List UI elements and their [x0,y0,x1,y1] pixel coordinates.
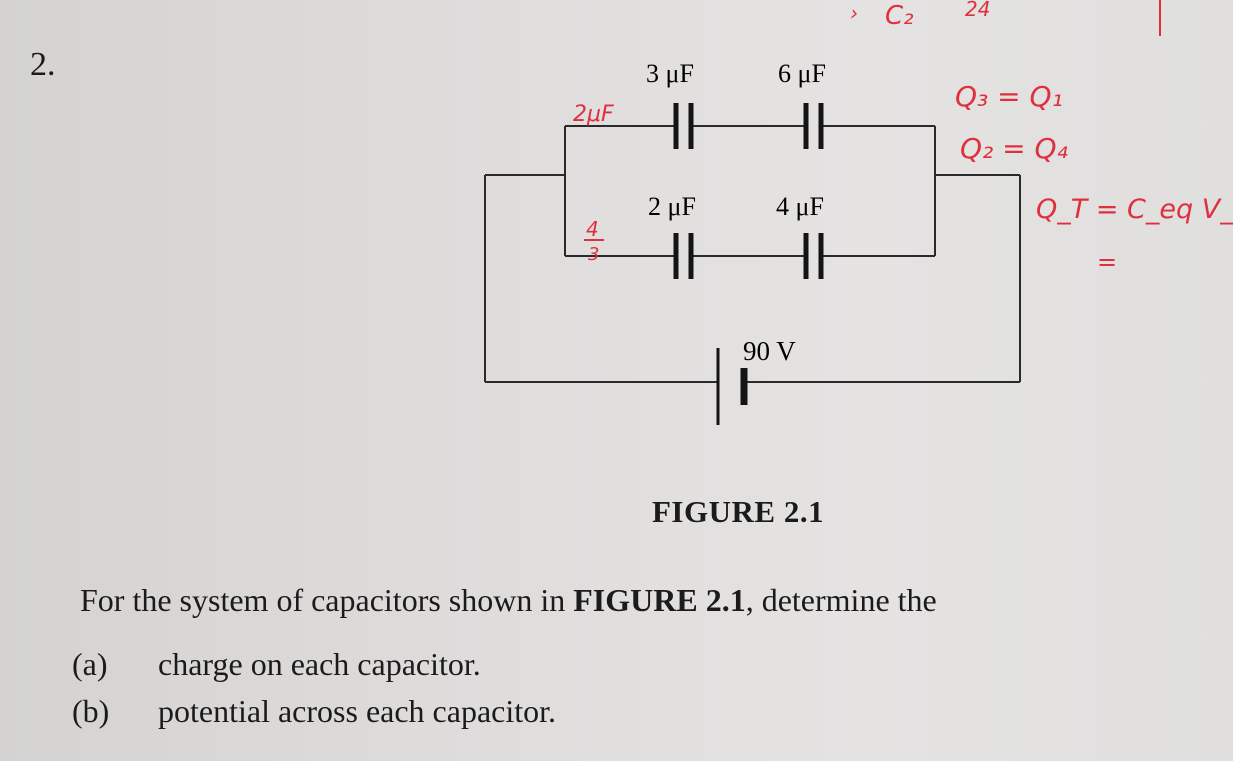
part-label: (b) [72,693,110,729]
part-label: (a) [72,646,108,682]
handwritten-fraction-num: 4 [586,217,599,241]
capacitor-label-6uf: 6 μF [778,59,826,88]
question-part-b: (b) potential across each capacitor. [72,693,556,730]
figure-caption: FIGURE 2.1 [652,494,825,529]
question-figure-ref: FIGURE 2.1 [573,582,746,618]
question-part-a: (a) charge on each capacitor. [72,646,481,683]
capacitor-label-2uf: 2 μF [648,192,696,221]
battery-branch: 90 V [485,336,1020,425]
capacitor-4uf: 4 μF [776,192,824,279]
capacitor-3uf: 3 μF [646,59,694,149]
capacitor-label-4uf: 4 μF [776,192,824,221]
handwritten-fraction-den: 3 [588,244,599,265]
bottom-branch: 2 μF 4 μF [564,175,936,279]
handwritten-eq-qt: Q_T = C_eq V_T [1036,194,1233,225]
question-text: For the system of capacitors shown in FI… [80,582,937,619]
handwritten-c2: C₂ [885,1,914,31]
capacitor-label-3uf: 3 μF [646,59,694,88]
part-text: potential across each capacitor. [158,693,557,729]
handwritten-eq-q2-q4: Q₂ = Q₄ [960,132,1068,165]
part-text: charge on each capacitor. [158,646,481,682]
capacitor-6uf: 6 μF [778,59,826,149]
battery-label: 90 V [743,336,796,366]
top-branch: 3 μF 6 μF [564,59,936,175]
handwritten-equals: = [1097,248,1117,276]
capacitor-2uf: 2 μF [648,192,696,279]
question-text-before: For the system of capacitors shown in [80,582,574,618]
handwritten-2uf-note: 2μF [573,102,614,127]
question-text-after: , determine the [745,582,937,618]
handwritten-scribble: › [850,1,858,25]
handwritten-eq-q3-q1: Q₃ = Q₁ [955,80,1063,113]
handwritten-24: 24 [965,0,990,21]
question-number: 2. [30,46,56,83]
